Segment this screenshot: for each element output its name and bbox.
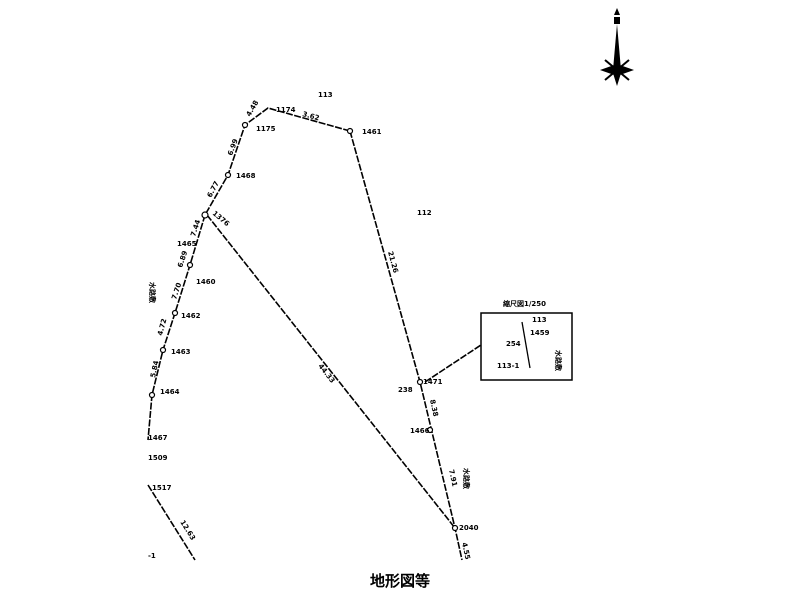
- svg-text:1468: 1468: [236, 172, 256, 180]
- svg-text:5.84: 5.84: [149, 360, 160, 379]
- svg-text:1466: 1466: [410, 427, 430, 435]
- inset-title: 縮尺図1/250: [503, 299, 546, 308]
- svg-text:254: 254: [506, 340, 521, 348]
- parcel-113: 113: [318, 91, 333, 99]
- svg-text:8.38: 8.38: [428, 399, 439, 418]
- svg-text:1465: 1465: [177, 240, 197, 248]
- svg-text:113: 113: [532, 316, 547, 324]
- inset-leader: [424, 344, 482, 383]
- svg-text:1517: 1517: [152, 484, 172, 492]
- svg-text:238: 238: [398, 386, 413, 394]
- svg-text:1460: 1460: [196, 278, 216, 286]
- boundary-right: [349, 130, 463, 561]
- svg-text:1471: 1471: [423, 378, 443, 386]
- svg-text:44.33: 44.33: [316, 362, 336, 384]
- boundary-left-chain: [147, 107, 351, 441]
- svg-text:1461: 1461: [362, 128, 382, 136]
- svg-text:4.55: 4.55: [460, 542, 471, 561]
- svg-text:113-1: 113-1: [497, 362, 520, 370]
- road-label: 水路敷: [462, 468, 471, 490]
- left-road-label: 水路敷: [148, 282, 157, 304]
- svg-text:1464: 1464: [160, 388, 180, 396]
- svg-text:1509: 1509: [148, 454, 168, 462]
- svg-text:1463: 1463: [171, 348, 191, 356]
- svg-text:水路敷: 水路敷: [554, 350, 563, 372]
- figure-caption: 地形図等: [369, 572, 430, 590]
- boundary-lower-left: [147, 484, 196, 561]
- svg-text:1459: 1459: [530, 329, 550, 337]
- svg-text:6.77: 6.77: [206, 180, 221, 199]
- svg-text:2040: 2040: [459, 524, 479, 532]
- boundary-diagonal: [206, 214, 456, 529]
- svg-text:4.72: 4.72: [156, 318, 168, 337]
- north-arrow-icon: [600, 8, 634, 86]
- svg-text:1462: 1462: [181, 312, 201, 320]
- svg-text:1376: 1376: [211, 209, 231, 228]
- svg-text:7.91: 7.91: [447, 469, 458, 488]
- svg-text:1174: 1174: [276, 106, 296, 114]
- svg-text:-1: -1: [148, 552, 156, 560]
- parcel-112: 112: [417, 209, 432, 217]
- svg-text:1175: 1175: [256, 125, 276, 133]
- svg-text:1467: 1467: [148, 434, 168, 442]
